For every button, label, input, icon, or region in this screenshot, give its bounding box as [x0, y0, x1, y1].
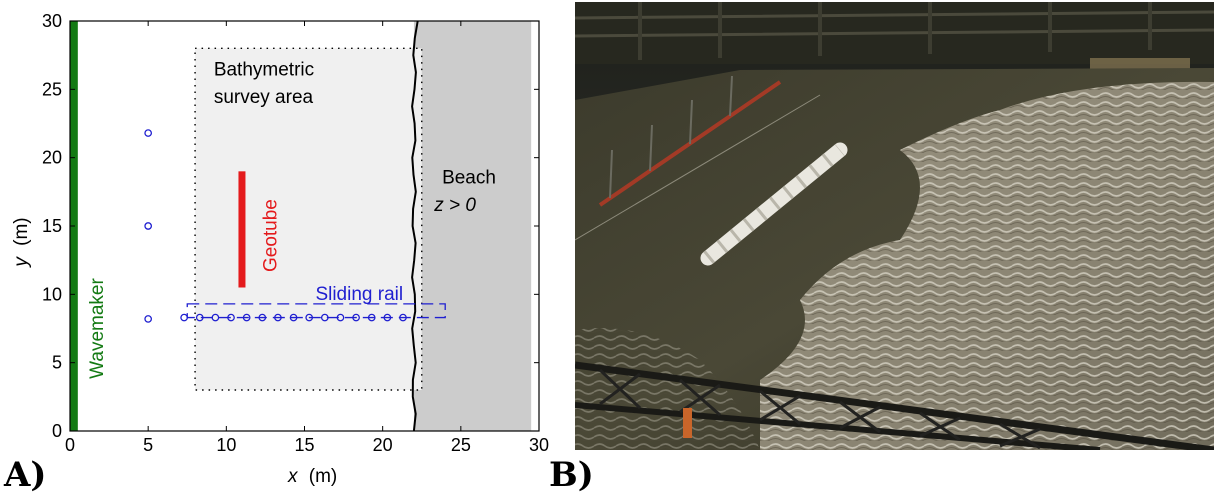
truss-bottom: [575, 402, 1101, 450]
truss-marker: [683, 408, 692, 438]
x-tick-label: 25: [451, 435, 471, 455]
rail-gauge-marker: [320, 313, 329, 322]
beach-area: [413, 21, 532, 431]
truss-top: [575, 361, 1214, 450]
rail-gauge-marker: [180, 313, 188, 322]
sand-ripples: [760, 81, 1214, 450]
x-tick-label: 10: [216, 435, 236, 455]
rail-gauge-marker: [258, 313, 267, 322]
rail-gauge-marker: [242, 313, 251, 322]
geotube-label: Geotube: [260, 199, 281, 272]
y-tick-label: 0: [52, 421, 62, 441]
rail-gauge-marker: [289, 313, 298, 322]
y-tick-label: 15: [42, 216, 62, 236]
axis-ticks: 0 5 10 15 20 25 30 0 5 10 15 20 25 30: [42, 11, 549, 455]
offshore-gauge-marker: [144, 222, 153, 230]
y-tick-label: 5: [52, 353, 62, 373]
guide-wire: [575, 94, 821, 241]
rail-gauge-marker: [336, 313, 345, 322]
wavemaker-label: Wavemaker: [87, 278, 108, 379]
y-tick-label: 30: [42, 11, 62, 31]
x-tick-label: 5: [143, 435, 153, 455]
truss-bracing: [598, 368, 1041, 450]
geotube-bag-seams: [703, 144, 845, 264]
panel-a-plot: 0 5 10 15 20 25 30 0 5 10 15 20 25 30 Bathymetric sur…: [3, 11, 549, 493]
geotube-bar: [238, 171, 246, 288]
panel-b-photo: [575, 2, 1214, 450]
offshore-gauge-marker: [144, 129, 153, 137]
y-tick-label: 10: [42, 284, 62, 304]
y-axis-var: y: [11, 256, 32, 269]
sliding-rail: [186, 303, 446, 319]
rail-gauge-marker: [227, 313, 235, 322]
y-axis-label: y (m): [11, 217, 32, 268]
survey-area: [195, 48, 422, 390]
x-axis-label: x (m): [287, 466, 337, 487]
shoreline: [411, 20, 419, 432]
survey-area-label-line2: survey area: [214, 87, 314, 108]
rail-gauge-marker: [383, 313, 392, 322]
panel-b-label: B): [549, 455, 594, 493]
rail-gauge-marker: [211, 313, 220, 322]
beach-condition-label: z > 0: [433, 195, 476, 216]
y-tick-label: 20: [42, 148, 62, 168]
hall-beams: [575, 10, 1214, 38]
rail-gauge-marker: [274, 313, 282, 322]
rail-gauge-marker: [195, 313, 204, 322]
x-tick-label: 0: [65, 435, 75, 455]
x-tick-label: 30: [529, 435, 549, 455]
beach-label: Beach: [442, 168, 496, 189]
rail-gauge-marker: [305, 313, 314, 322]
x-axis-var: x: [287, 466, 299, 487]
y-axis-unit: (m): [11, 217, 32, 245]
sliding-rail-label: Sliding rail: [315, 284, 403, 305]
rail-gauge-marker: [367, 313, 376, 322]
y-tick-label: 25: [42, 79, 62, 99]
x-tick-label: 20: [373, 435, 393, 455]
rail-gauge-marker: [352, 313, 360, 322]
survey-area-label: Bathymetric: [214, 60, 314, 81]
railing-posts: [609, 75, 733, 199]
panel-a-label: A): [3, 455, 46, 493]
x-axis-unit: (m): [309, 466, 337, 487]
gauge-markers: [144, 129, 407, 323]
x-tick-label: 15: [294, 435, 314, 455]
rail-gauge-marker: [399, 313, 407, 322]
offshore-gauge-marker: [144, 315, 153, 323]
survey-area-border: [194, 47, 423, 391]
hall-columns: [638, 2, 1152, 60]
